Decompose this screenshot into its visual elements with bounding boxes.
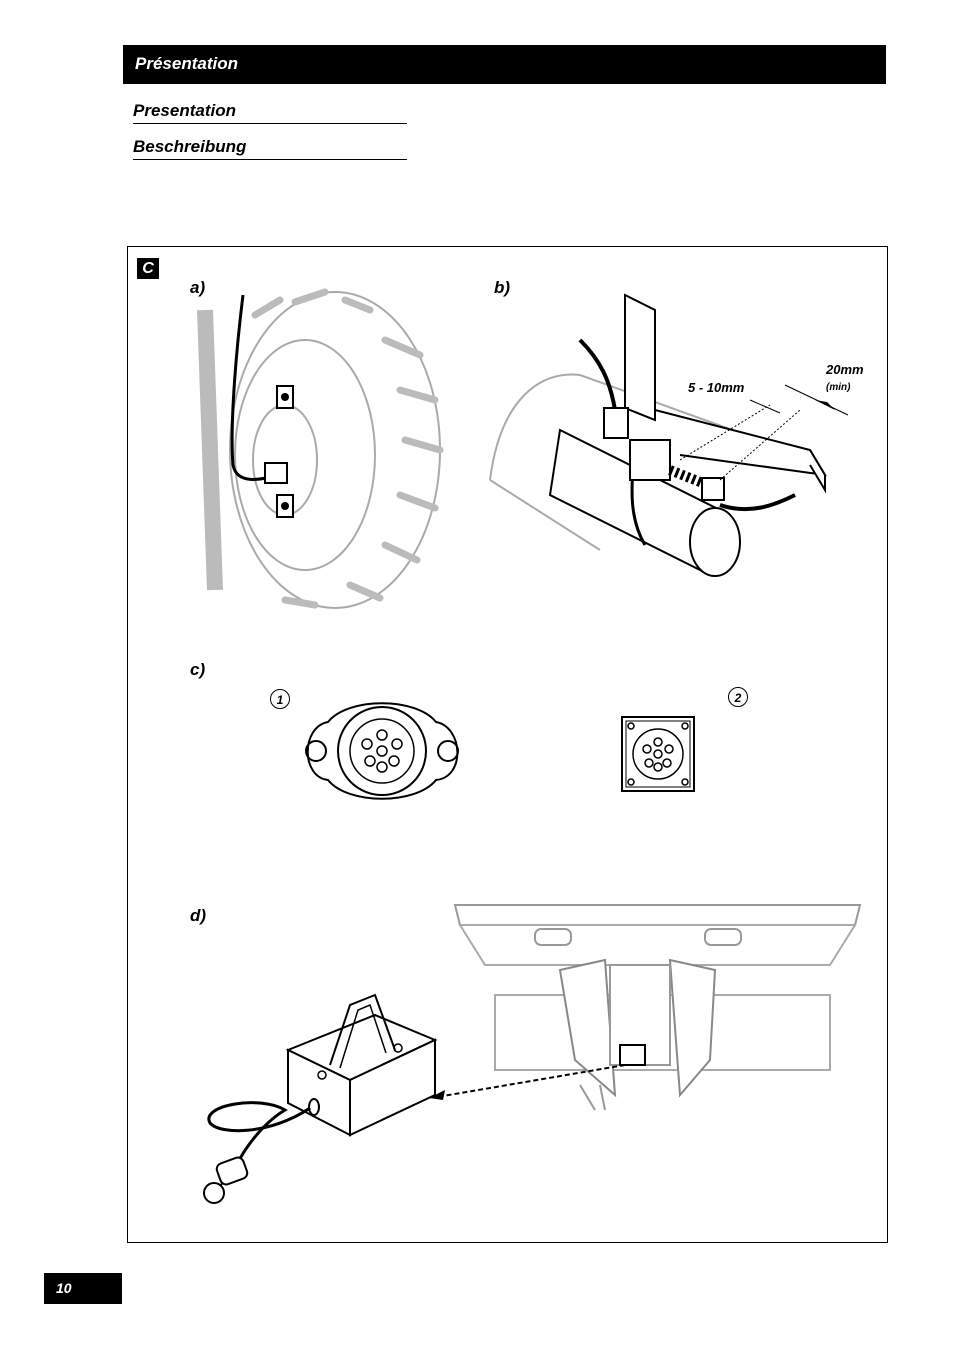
control-box-illustration <box>203 993 438 1204</box>
socket-2-number: 2 <box>728 687 748 707</box>
shaft-sensor-illustration <box>489 293 849 577</box>
panel-b-label: b) <box>494 278 511 297</box>
dimension-gap: 5 - 10mm <box>688 380 745 395</box>
dimension-min-note: (min) <box>826 382 851 393</box>
dimension-min-distance: 20mm <box>826 362 864 377</box>
socket-1-number: 1 <box>270 689 290 709</box>
panel-a-label: a) <box>190 278 206 297</box>
header-bar: Présentation <box>123 45 886 84</box>
round-socket-illustration <box>305 702 459 800</box>
page-number: 10 <box>56 1280 72 1296</box>
square-socket-illustration <box>621 716 695 792</box>
section-label: C <box>137 258 159 279</box>
figure-frame <box>127 246 888 1243</box>
panel-d-label: d) <box>190 906 207 925</box>
spreader-illustration <box>453 904 862 1111</box>
subtitle-en: Presentation <box>133 101 407 124</box>
header-title: Présentation <box>135 54 238 73</box>
connection-arrow <box>429 1064 626 1100</box>
wheel-sensor-illustration <box>197 288 444 609</box>
page-number-box: 10 <box>44 1273 122 1304</box>
panel-c-label: c) <box>190 660 206 679</box>
subtitle-de: Beschreibung <box>133 137 407 160</box>
